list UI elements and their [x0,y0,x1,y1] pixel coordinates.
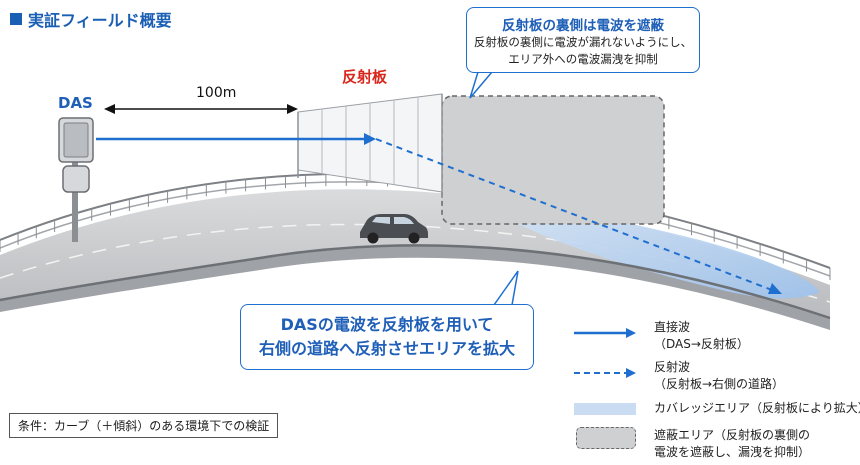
legend-item-direct: 直接波 （DAS→反射板） [572,319,860,355]
legend-reflected-line1: 反射波 [654,360,691,374]
page-title-text: 実証フィールド概要 [28,11,172,30]
das-label: DAS [58,94,93,112]
car-icon [360,214,428,244]
reflector-panels [297,93,443,198]
dashed-arrow-icon [574,368,636,378]
distance-label: 100m [196,85,237,101]
das-antenna-icon [58,117,94,242]
condition-note: 条件：カーブ（＋傾斜）のある環境下での検証 [9,413,279,438]
distance-arrow [104,104,298,114]
shield-area [441,95,665,225]
callout-shield-note: 反射板の裏側は電波を遮蔽 反射板の裏側に電波が漏れないようにし、 エリア外への電… [466,7,700,73]
reflector-label: 反射板 [342,68,388,86]
callout-main-line1: DASの電波を反射板を用いて [280,315,494,334]
legend-shield-line2: 電波を遮蔽し、漏洩を抑制） [654,445,811,459]
legend-direct-line2: （DAS→反射板） [654,337,749,351]
guard-rail-front [0,244,831,320]
legend-item-shield: 遮蔽エリア（反射板の裏側の 電波を遮蔽し、漏洩を抑制） [572,427,860,463]
reflected-wave-arrow [375,138,782,294]
legend: 直接波 （DAS→反射板） 反射波 （反射板→右側の道路） カバレッジエリア（反… [572,319,860,463]
direct-wave-arrow [96,133,376,145]
callout-main-note: DASの電波を反射板を用いて 右側の道路へ反射させエリアを拡大 [240,304,534,370]
callout-shield-line2: エリア外への電波漏洩を抑制 [508,52,658,66]
title-square-icon [10,13,22,25]
solid-arrow-icon [574,328,636,338]
legend-item-reflected: 反射波 （反射板→右側の道路） [572,359,860,395]
road-surface [0,189,830,318]
legend-direct-line1: 直接波 [654,320,691,334]
callout-shield-heading: 反射板の裏側は電波を遮蔽 [502,18,664,34]
callout-shield-line1: 反射板の裏側に電波が漏れないようにし、 [473,35,693,49]
coverage-swatch-icon [574,403,636,415]
callout-top-pointer [469,71,494,99]
callout-main-line2: 右側の道路へ反射させエリアを拡大 [258,339,515,358]
shield-swatch-icon [576,427,636,449]
legend-shield-line1: 遮蔽エリア（反射板の裏側の [654,428,811,442]
legend-coverage-line1: カバレッジエリア（反射板により拡大） [654,401,860,415]
page-title: 実証フィールド概要 [10,7,172,31]
legend-reflected-line2: （反射板→右側の道路） [654,377,785,391]
legend-item-coverage: カバレッジエリア（反射板により拡大） [572,397,860,423]
callout-main-pointer [492,270,519,306]
